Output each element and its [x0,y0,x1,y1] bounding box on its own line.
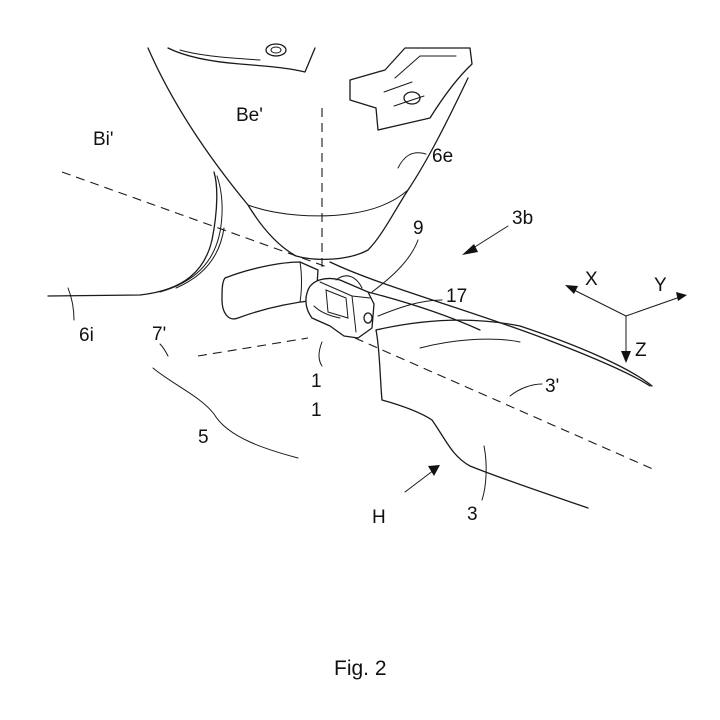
axis-bi-line [62,172,330,268]
axis-7-line [198,338,308,356]
label-axis-x: X [585,269,598,290]
part-6i [48,172,224,296]
label-axis-z: Z [635,340,647,361]
view-arrow-3b [462,226,508,255]
label-3-prime: 3' [545,376,559,397]
label-17: 17 [446,286,467,307]
axis-3-line [355,338,655,470]
rail [330,262,652,508]
label-3: 3 [467,504,478,525]
latch-tab [222,262,318,319]
label-be: Be' [236,105,263,126]
label-6e: 6e [432,146,453,167]
label-axis-y: Y [654,275,667,296]
clip-part [306,276,374,338]
label-1-lower: 1 [311,400,322,421]
label-6i: 6i [79,325,94,346]
label-1-upper: 1 [311,371,322,392]
label-3b: 3b [512,208,533,229]
label-bi: Bi' [93,129,114,150]
figure-caption: Fig. 2 [334,657,387,680]
label-5: 5 [198,427,209,448]
label-9: 9 [413,218,424,239]
view-arrow-h [405,465,440,492]
coordinate-system [565,285,687,363]
label-7: 7' [152,324,166,345]
label-h: H [372,507,386,528]
